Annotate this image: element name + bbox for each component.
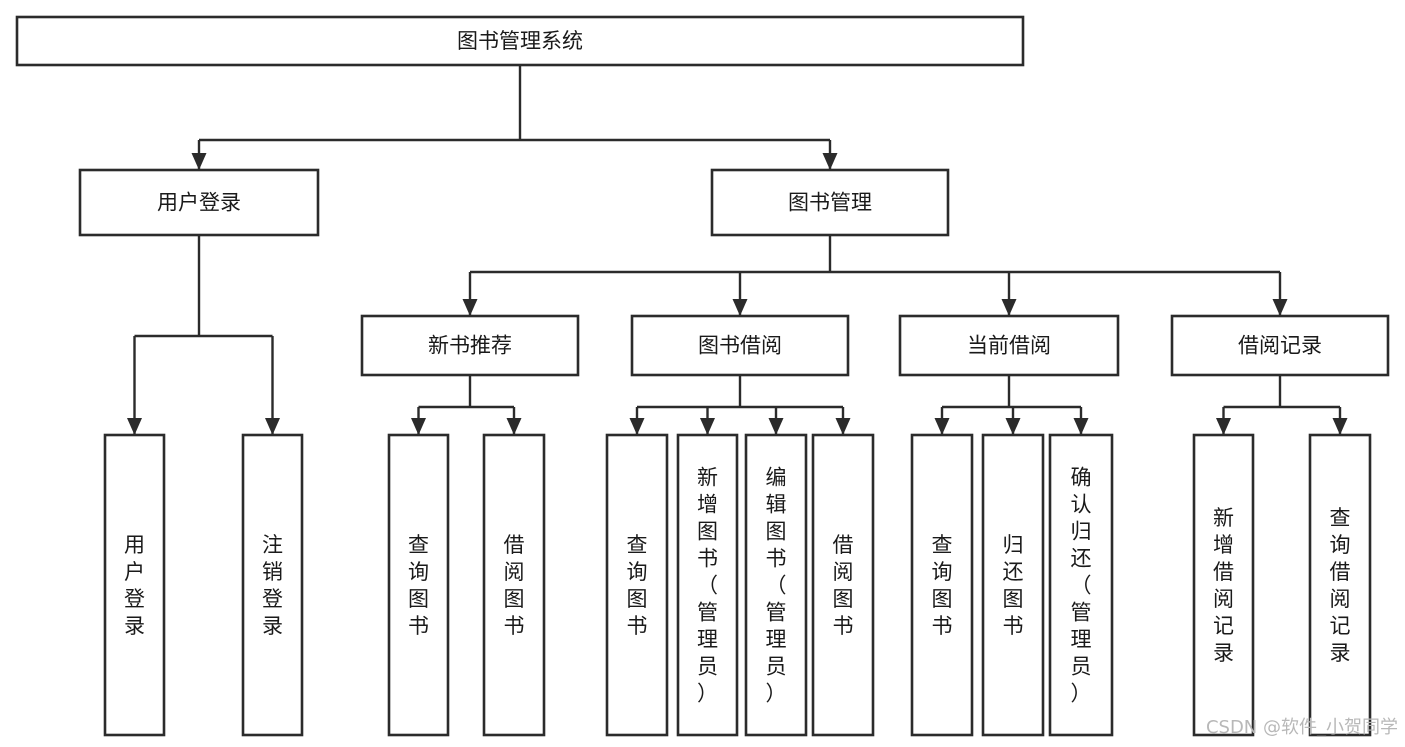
node-label-leaf-edit-book: 编辑图书（管理员） — [766, 466, 787, 706]
node-box-borrow-record[interactable] — [1170, 314, 1390, 377]
node-box-leaf-query-book-2[interactable] — [605, 433, 669, 737]
node-box-new-book-recommend[interactable] — [360, 314, 580, 377]
node-layer: 图书管理系统用户登录图书管理新书推荐图书借阅当前借阅借阅记录用户登录注销登录查询… — [15, 15, 1390, 737]
arrow-head-icon-bookmgmt-2 — [1001, 299, 1017, 316]
arrow-head-icon-current-borrow-1 — [1005, 418, 1021, 435]
arrow-head-icon-book-borrow-2 — [768, 418, 784, 435]
arrow-head-icon-current-borrow-2 — [1073, 418, 1089, 435]
node-label-leaf-query-book-3: 查询图书 — [932, 533, 953, 638]
arrow-head-icon-user-login-1 — [265, 418, 280, 435]
node-box-user-login[interactable] — [78, 168, 320, 237]
node-label-user-login: 用户登录 — [157, 191, 241, 215]
arrow-head-icon-user-login-0 — [127, 418, 142, 435]
node-label-book-borrow: 图书借阅 — [698, 334, 782, 358]
arrow-head-icon-root-1 — [822, 153, 838, 170]
node-box-leaf-query-book-3[interactable] — [910, 433, 974, 737]
node-box-leaf-user-login[interactable] — [103, 433, 166, 737]
arrow-head-icon-borrow-record-0 — [1216, 418, 1231, 435]
node-label-leaf-confirm-return: 确认归还（管理员） — [1071, 466, 1092, 706]
arrow-head-icon-borrow-record-1 — [1332, 418, 1348, 435]
arrow-head-icon-new-book-recommend-1 — [506, 418, 522, 435]
csdn-watermark: CSDN @软件_小贺同学 — [1206, 717, 1398, 738]
node-box-leaf-borrow-book-2[interactable] — [811, 433, 875, 737]
arrow-head-icon-new-book-recommend-0 — [411, 418, 426, 435]
node-label-leaf-borrow-book-2: 借阅图书 — [833, 533, 854, 638]
arrow-head-icon-bookmgmt-3 — [1272, 299, 1288, 316]
arrow-head-icon-bookmgmt-1 — [732, 299, 748, 316]
arrow-head-icon-book-borrow-3 — [835, 418, 851, 435]
node-label-leaf-query-book-2: 查询图书 — [627, 533, 648, 638]
node-box-root[interactable] — [15, 15, 1025, 67]
node-box-book-management[interactable] — [710, 168, 950, 237]
node-box-book-borrow[interactable] — [630, 314, 850, 377]
node-box-leaf-confirm-return[interactable] — [1048, 433, 1114, 737]
node-label-leaf-query-book-1: 查询图书 — [408, 533, 429, 638]
node-label-leaf-add-record: 新增借阅记录 — [1213, 506, 1234, 665]
node-box-leaf-edit-book[interactable] — [744, 433, 808, 737]
arrow-head-icon-root-0 — [191, 153, 207, 170]
node-label-leaf-add-book: 新增图书（管理员） — [697, 466, 718, 706]
node-label-new-book-recommend: 新书推荐 — [428, 334, 512, 358]
arrow-head-icon-book-borrow-1 — [700, 418, 715, 435]
node-label-leaf-logout-login: 注销登录 — [262, 533, 283, 638]
arrow-head-icon-bookmgmt-0 — [462, 299, 478, 316]
node-box-leaf-add-book[interactable] — [676, 433, 739, 737]
node-label-leaf-borrow-book-1: 借阅图书 — [504, 533, 525, 638]
node-box-leaf-logout-login[interactable] — [241, 433, 304, 737]
node-label-borrow-record: 借阅记录 — [1238, 334, 1322, 358]
connector-layer — [127, 65, 1348, 435]
arrow-head-icon-current-borrow-0 — [934, 418, 950, 435]
node-box-leaf-query-book-1[interactable] — [387, 433, 450, 737]
node-label-current-borrow: 当前借阅 — [967, 334, 1051, 358]
node-box-current-borrow[interactable] — [898, 314, 1120, 377]
node-box-leaf-return-book[interactable] — [981, 433, 1045, 737]
node-box-leaf-add-record[interactable] — [1192, 433, 1255, 737]
node-label-leaf-user-login: 用户登录 — [124, 533, 145, 638]
node-label-leaf-query-record: 查询借阅记录 — [1330, 506, 1351, 665]
node-label-book-management: 图书管理 — [788, 191, 872, 215]
node-box-leaf-borrow-book-1[interactable] — [482, 433, 546, 737]
node-label-root: 图书管理系统 — [457, 29, 583, 53]
node-label-leaf-return-book: 归还图书 — [1003, 533, 1024, 638]
arrow-head-icon-book-borrow-0 — [629, 418, 645, 435]
node-box-leaf-query-record[interactable] — [1308, 433, 1372, 737]
